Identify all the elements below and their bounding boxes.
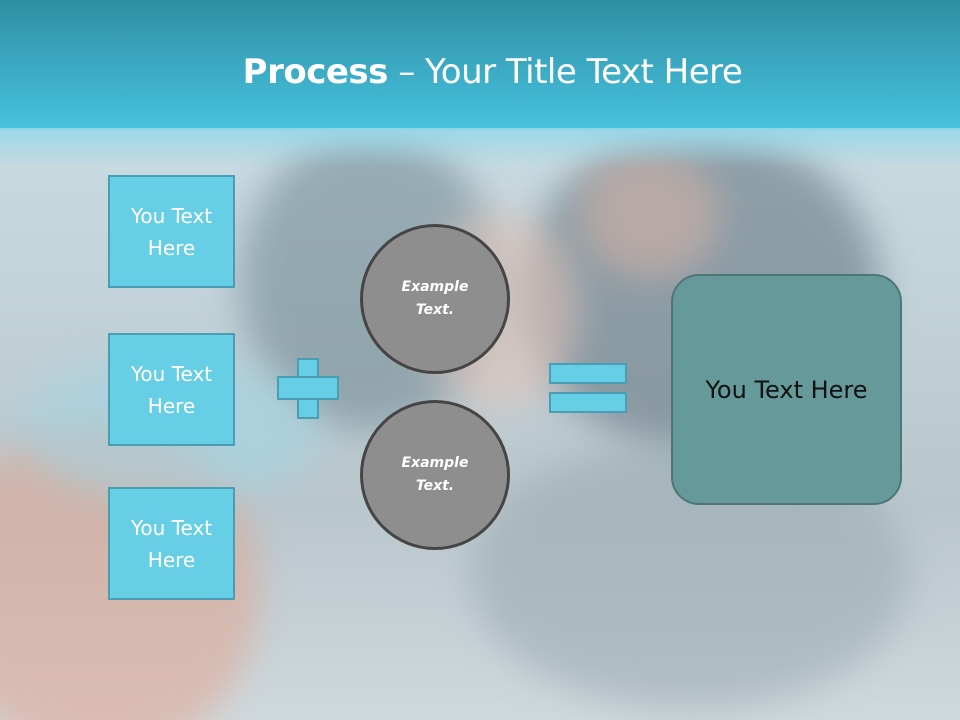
text-box-3-line2: Here [147,547,196,572]
background-photo-region [580,150,720,280]
plus-icon-center [299,378,317,398]
title-separator: – [387,52,426,92]
title-bar-fade [0,128,960,168]
text-box-1-line1: You Text [130,203,213,228]
text-box-2-line1: You Text [130,361,213,386]
equals-icon-top-bar [549,363,627,384]
example-circle-2-line1: Example [401,455,469,471]
result-box-label: You Text Here [705,375,868,404]
example-circle-1-line1: Example [401,279,469,295]
example-circle-1-line2: Text. [415,302,455,318]
text-box-3-line1: You Text [130,515,213,540]
title-bold: Process [242,52,389,92]
slide-title[interactable]: Process – Your Title Text Here [0,52,960,92]
title-bar [0,0,960,130]
equals-icon-bottom-bar [549,392,627,413]
text-box-2-line2: Here [147,393,196,418]
title-rest: Your Title Text Here [425,52,743,92]
text-box-1-line2: Here [147,235,196,260]
example-circle-2-line2: Text. [415,478,455,494]
result-box[interactable]: You Text Here [671,274,902,505]
